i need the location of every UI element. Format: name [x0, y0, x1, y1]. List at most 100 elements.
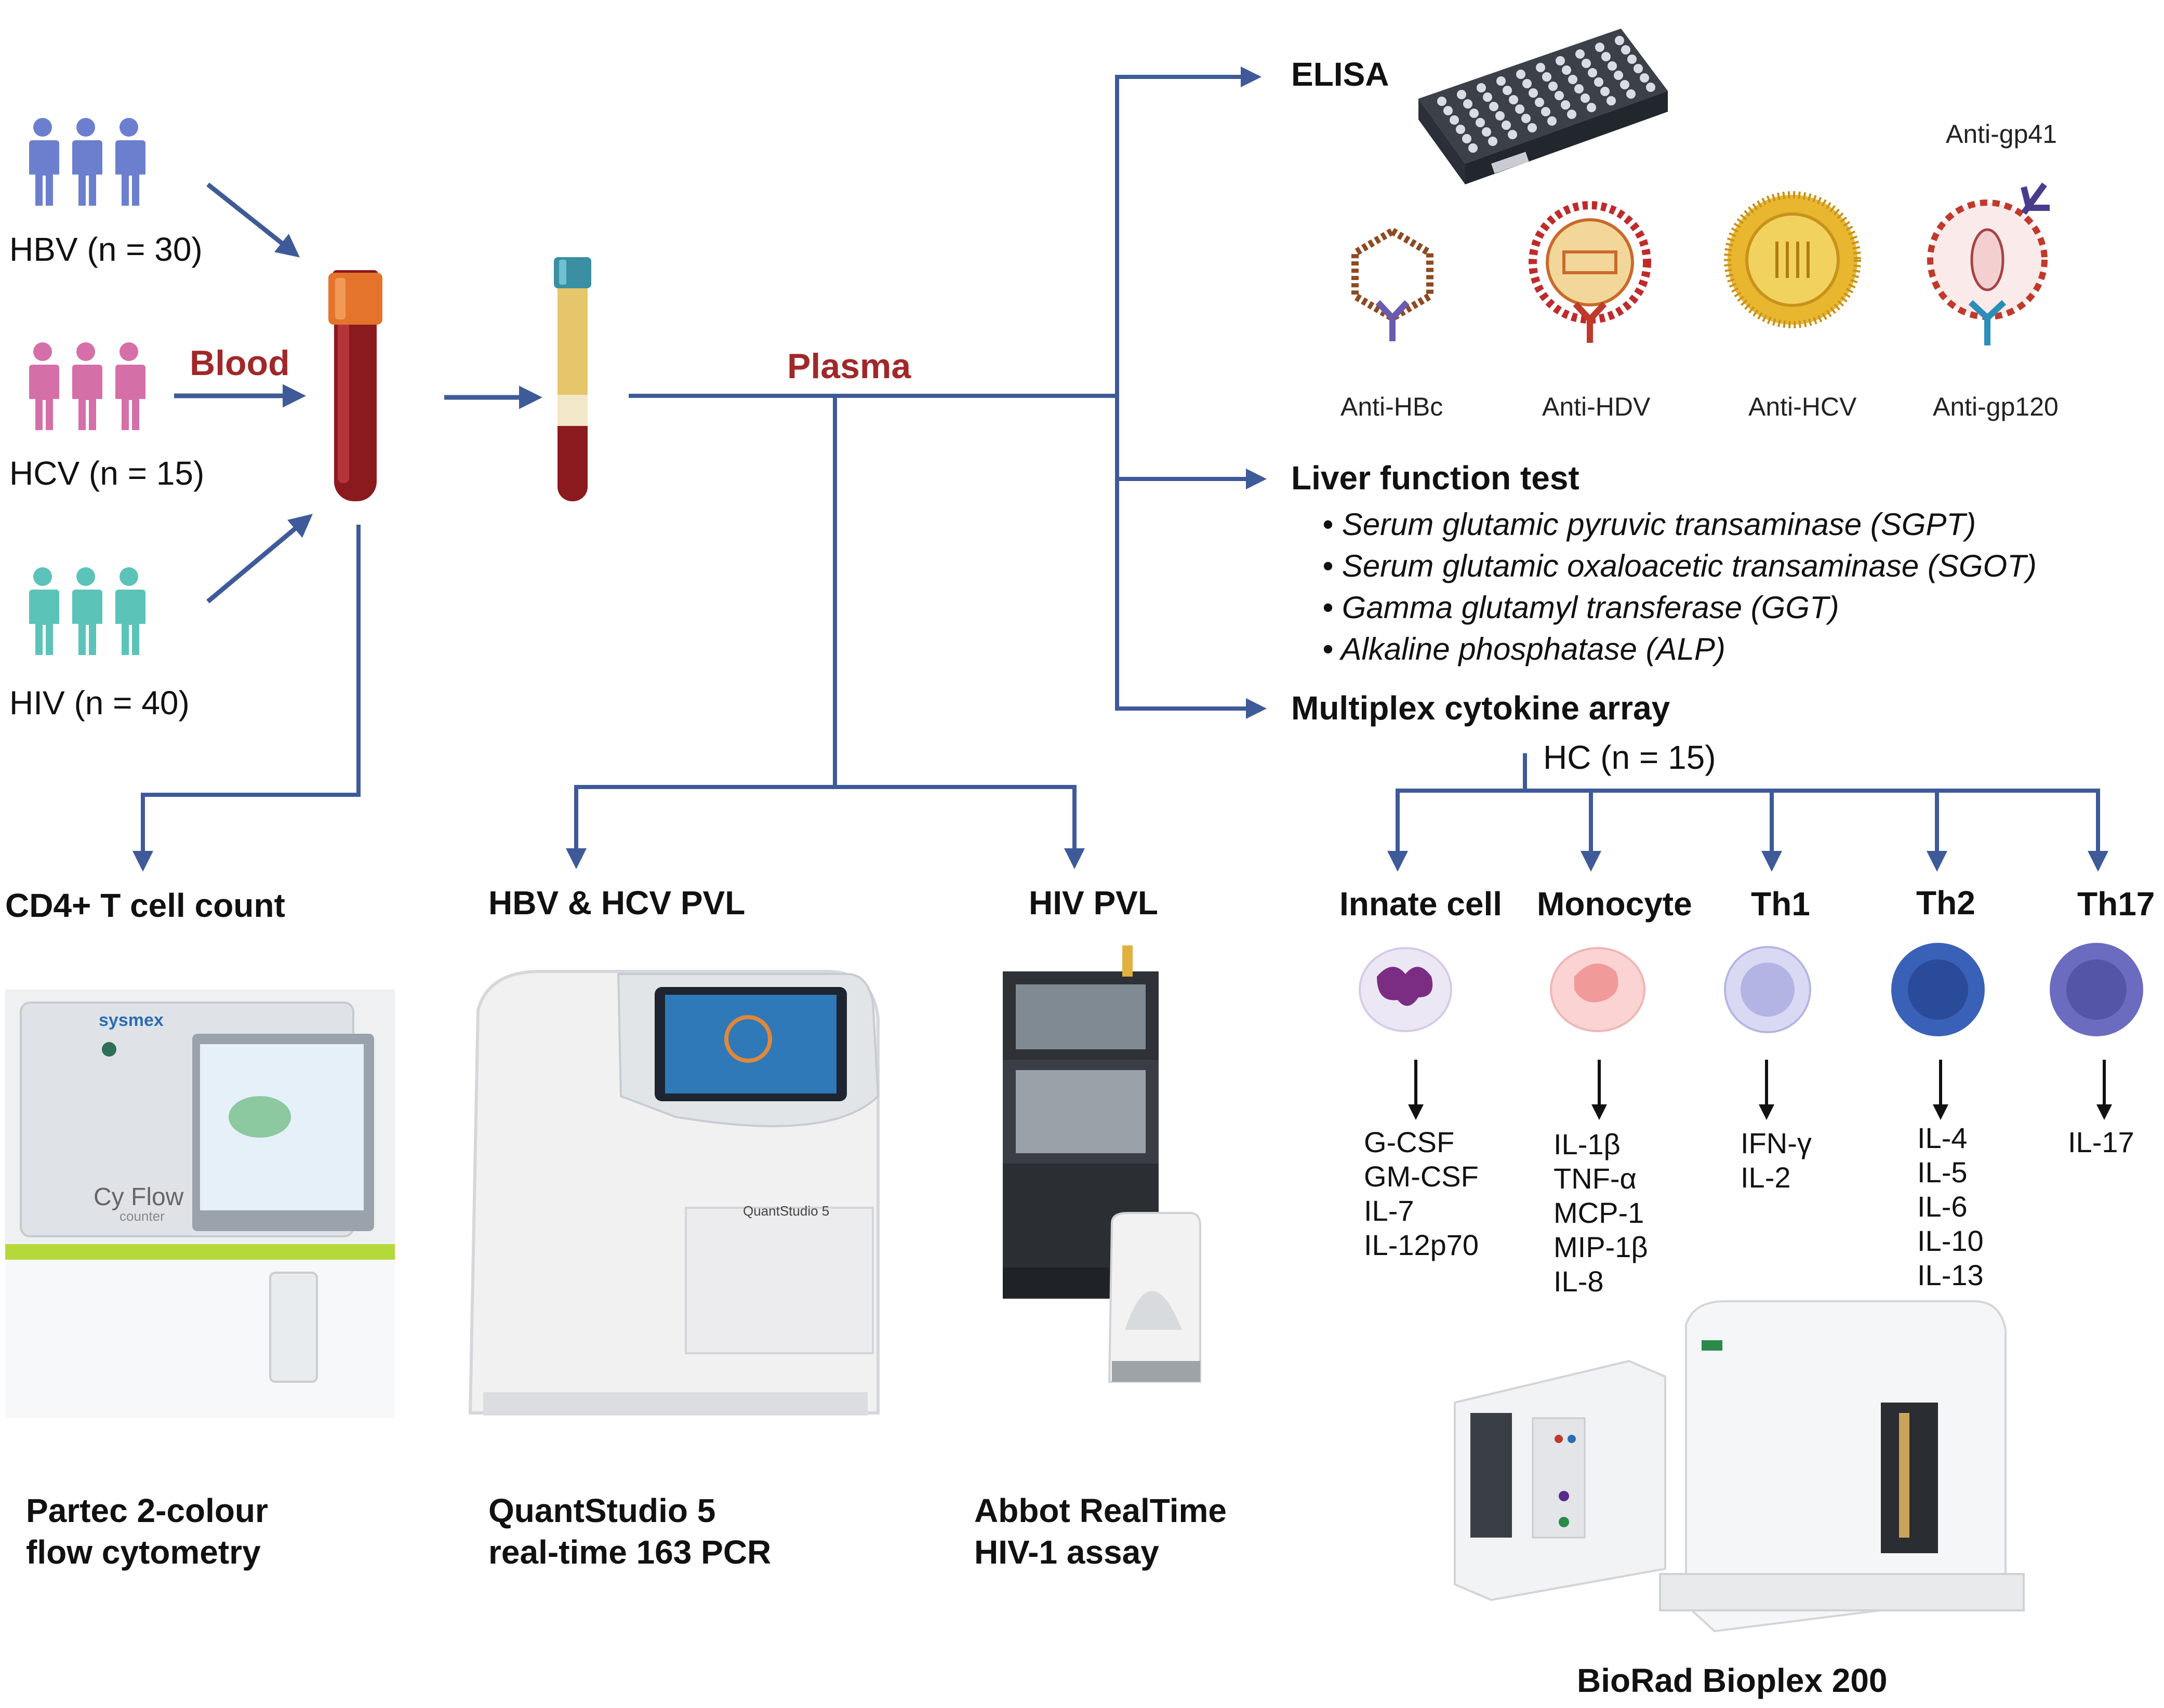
cytokine-item: MCP-1	[1554, 1196, 1644, 1229]
cytokine-item: IL-13	[1917, 1259, 1984, 1291]
quantstudio-caption-1: QuantStudio 5	[488, 1492, 715, 1529]
plate-well	[1574, 84, 1584, 94]
plate-well	[1457, 90, 1466, 99]
plasma-tube-icon	[554, 257, 591, 501]
plate-well	[1620, 80, 1629, 89]
elisa-title: ELISA	[1291, 56, 1389, 93]
sysmex-logo: sysmex	[99, 1010, 164, 1030]
anti-hdv-icon	[1529, 201, 1651, 343]
cytokine-item: IL-10	[1917, 1224, 1984, 1257]
plate-well	[1515, 104, 1524, 114]
anti-hbc-label: Anti-HBc	[1340, 392, 1443, 421]
plate-well	[1634, 64, 1643, 73]
plate-well	[1443, 106, 1453, 115]
anti-hcv-icon	[1724, 191, 1861, 328]
plate-well	[1522, 79, 1532, 88]
plate-well	[1595, 43, 1604, 52]
plate-well	[1495, 111, 1505, 121]
plate-well	[1489, 102, 1498, 111]
cell-name-th17: Th17	[2077, 885, 2155, 923]
plate-well	[1503, 86, 1512, 95]
lft-item: • Alkaline phosphatase (ALP)	[1322, 632, 1725, 666]
plate-well	[1581, 94, 1590, 103]
plate-well	[1562, 65, 1571, 75]
plate-well	[1587, 103, 1596, 112]
abbott-caption-2: HIV-1 assay	[974, 1533, 1159, 1571]
plate-well	[1567, 110, 1576, 119]
plate-well	[1468, 143, 1478, 153]
cytokine-item: IL-4	[1917, 1122, 1968, 1154]
cyflow-instrument-image: sysmex Cy Flow counter	[5, 990, 395, 1418]
plate-well	[1456, 125, 1465, 134]
th2-cytokines: IL-4 IL-5 IL-6 IL-10 IL-13	[1917, 1122, 1984, 1291]
innate-cell-icon	[1359, 947, 1452, 1032]
hbv-people-icon	[29, 118, 145, 206]
cytokine-item: IL-7	[1364, 1194, 1414, 1227]
plate-well	[1601, 52, 1611, 61]
cytokine-item: IL-1β	[1554, 1128, 1621, 1160]
plate-well	[1575, 49, 1585, 59]
plate-well	[1509, 95, 1518, 104]
blood-tube-icon	[328, 270, 382, 501]
hbv-arrow	[206, 182, 300, 258]
quantstudio-caption-2: real-time 163 PCR	[488, 1533, 771, 1571]
plate-well	[1536, 63, 1545, 72]
cytokine-item: IL-2	[1741, 1161, 1791, 1194]
innate-cytokines: G-CSF GM-CSF IL-7 IL-12p70	[1364, 1126, 1479, 1261]
plate-well	[1542, 72, 1551, 82]
hbv-label: HBV (n = 30)	[9, 231, 203, 268]
abbott-instrument-image	[1003, 945, 1201, 1383]
lft-item: • Gamma glutamyl transferase (GGT)	[1322, 590, 1839, 625]
cell-name-th2: Th2	[1916, 884, 1975, 922]
hcv-label: HCV (n = 15)	[9, 455, 204, 492]
plate-well	[1626, 89, 1636, 99]
bioplex-instrument-image	[1454, 1300, 2025, 1633]
cyflow-label: Cy Flow	[94, 1183, 184, 1211]
th1-cytokines: IFN-γ IL-2	[1741, 1127, 1812, 1194]
plate-well	[1594, 77, 1603, 87]
plate-well	[1496, 76, 1506, 86]
plate-well	[1508, 130, 1517, 139]
anti-hcv-label: Anti-HCV	[1748, 392, 1857, 421]
plate-well	[1437, 97, 1446, 106]
hcv-people-icon	[29, 342, 145, 430]
lft-item: • Serum glutamic pyruvic transaminase (S…	[1322, 507, 1976, 542]
cytokine-item: IL-17	[2068, 1126, 2134, 1158]
cytokine-item: IL-8	[1554, 1265, 1604, 1298]
hiv-pvl-title: HIV PVL	[1029, 884, 1158, 922]
plate-well	[1521, 114, 1531, 123]
plate-well	[1462, 134, 1471, 143]
plate-well	[1621, 45, 1630, 55]
th1-cell-icon	[1724, 946, 1811, 1033]
blood-label: Blood	[190, 343, 290, 383]
th2-cell-icon	[1891, 943, 1985, 1036]
anti-hdv-label: Anti-HDV	[1542, 392, 1651, 421]
plate-well	[1555, 91, 1564, 100]
plate-well	[1548, 82, 1558, 91]
plate-well	[1516, 70, 1525, 79]
elisa-plate-icon	[1418, 29, 1668, 184]
cell-name-monocyte: Monocyte	[1537, 885, 1692, 923]
quantstudio-instrument-image: QuantStudio 5	[468, 970, 880, 1416]
plate-well	[1482, 127, 1491, 137]
bioplex-caption: BioRad Bioplex 200	[1577, 1662, 1888, 1699]
plate-well	[1483, 92, 1492, 102]
monocyte-icon	[1550, 947, 1645, 1032]
plate-well	[1640, 73, 1649, 83]
plate-well	[1469, 109, 1479, 118]
plate-well	[1588, 68, 1597, 77]
th17-cytokines: IL-17	[2068, 1126, 2134, 1158]
plate-well	[1547, 116, 1557, 126]
cytokine-item: IL-12p70	[1364, 1229, 1479, 1261]
plate-well	[1608, 61, 1617, 71]
cyflow-caption-2: flow cytometry	[26, 1533, 261, 1571]
cd4-branch-line	[132, 525, 361, 872]
anti-gp120-label: Anti-gp120	[1933, 392, 2059, 421]
cell-name-th1: Th1	[1751, 885, 1810, 923]
cytokine-item: IFN-γ	[1741, 1127, 1812, 1159]
plate-well	[1541, 107, 1550, 116]
hbv-group: HBV (n = 30)	[9, 118, 203, 268]
cell-name-innate: Innate cell	[1339, 885, 1502, 923]
cytokine-item: G-CSF	[1364, 1126, 1454, 1158]
quantstudio-logo: QuantStudio 5	[743, 1203, 829, 1219]
